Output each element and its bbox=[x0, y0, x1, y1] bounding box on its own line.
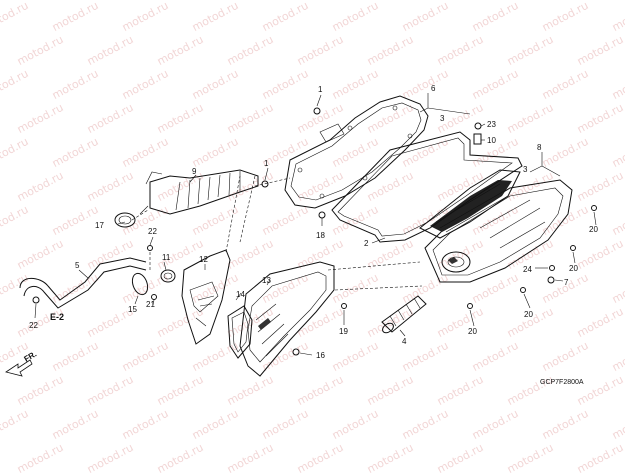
callout-19: 19 bbox=[339, 327, 348, 336]
callout-24: 24 bbox=[523, 265, 532, 274]
callout-9: 9 bbox=[192, 167, 197, 176]
drain-tube bbox=[19, 257, 147, 309]
callout-18: 18 bbox=[316, 231, 325, 240]
hose-clamp bbox=[114, 212, 136, 228]
callout-22b: 22 bbox=[29, 321, 38, 330]
callout-labels: 1 1 6 3 23 10 8 3 9 17 22 18 2 5 11 12 1… bbox=[29, 84, 598, 360]
fasteners bbox=[147, 107, 597, 356]
callout-15: 15 bbox=[128, 305, 137, 314]
callout-22a: 22 bbox=[148, 227, 157, 236]
callout-7: 7 bbox=[564, 278, 569, 287]
callout-1b: 1 bbox=[264, 159, 269, 168]
callout-8: 8 bbox=[537, 143, 542, 152]
front-arrow: FR. bbox=[5, 349, 39, 377]
drain-cap bbox=[160, 269, 176, 283]
callout-16: 16 bbox=[316, 351, 325, 360]
callout-5: 5 bbox=[75, 261, 80, 270]
callout-1a: 1 bbox=[318, 85, 323, 94]
cover-seal-gasket bbox=[331, 131, 523, 243]
callout-4: 4 bbox=[402, 337, 407, 346]
intake-housing bbox=[181, 249, 231, 345]
callout-14: 14 bbox=[236, 290, 245, 299]
callout-17: 17 bbox=[95, 221, 104, 230]
left-crankcase-cover bbox=[284, 95, 429, 209]
intake-duct bbox=[381, 295, 427, 334]
intake-cover bbox=[239, 261, 335, 377]
callout-3a: 3 bbox=[440, 114, 445, 123]
callout-20b: 20 bbox=[569, 264, 578, 273]
callout-21: 21 bbox=[146, 300, 155, 309]
ref-label-e2: E-2 bbox=[50, 312, 64, 322]
callout-23: 23 bbox=[487, 120, 496, 129]
callout-6: 6 bbox=[431, 84, 436, 93]
callout-20c: 20 bbox=[524, 310, 533, 319]
callout-12: 12 bbox=[199, 255, 208, 264]
callout-2: 2 bbox=[364, 239, 369, 248]
connecting-tube bbox=[139, 169, 259, 215]
o-ring bbox=[131, 272, 149, 296]
callout-11: 11 bbox=[162, 253, 171, 262]
reference-lines bbox=[131, 175, 423, 291]
callout-10: 10 bbox=[487, 136, 496, 145]
leader-lines bbox=[34, 93, 597, 356]
front-label: FR. bbox=[23, 349, 39, 363]
diagram-code: GCP7F2800A bbox=[540, 379, 584, 386]
air-filter-element bbox=[419, 169, 521, 239]
callout-20d: 20 bbox=[468, 327, 477, 336]
callout-20a: 20 bbox=[589, 225, 598, 234]
callout-3b: 3 bbox=[523, 165, 528, 174]
callout-13: 13 bbox=[262, 276, 271, 285]
